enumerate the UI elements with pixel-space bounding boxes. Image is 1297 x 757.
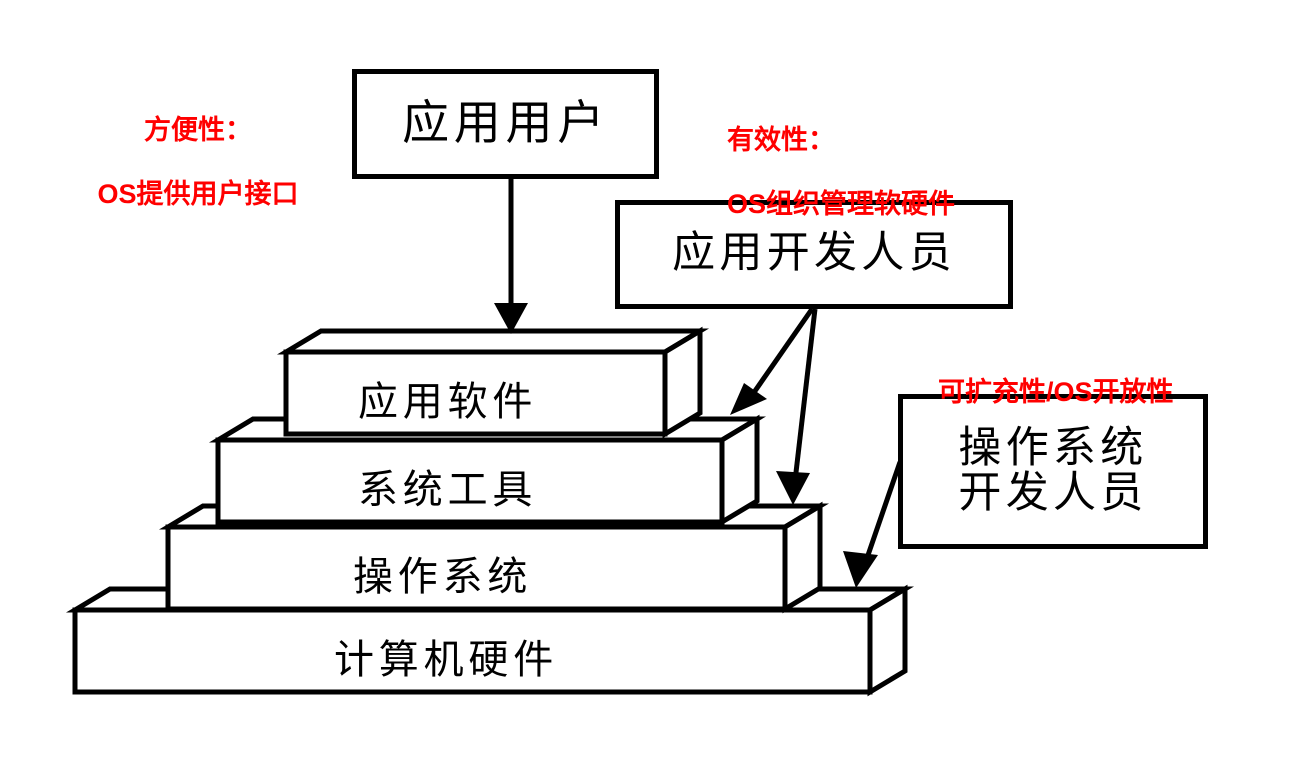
connector-osdev-to-hardware (843, 461, 903, 588)
role-box-application-user[interactable]: 应用用户 (352, 69, 659, 179)
annotation-convenience-line1: 方便性： (144, 114, 252, 145)
annotation-extensibility-line1: 可扩充性/OS开放性 (938, 376, 1174, 407)
annotation-extensibility: 可扩充性/OS开放性 (938, 345, 1238, 441)
annotation-effectiveness: 有效性： OS组织管理软硬件 (727, 93, 1027, 252)
annotation-convenience: 方便性： OS提供用户接口 (68, 83, 328, 242)
pyramid-label-application-software: 应用软件 (358, 379, 538, 424)
role-box-os-developer[interactable]: 操作系统 开发人员 (898, 394, 1208, 549)
pyramid-layer-application-software (276, 326, 710, 439)
role-box-application-user-label: 应用用户 (402, 97, 609, 150)
connector-appdev-to-operating-system (776, 308, 818, 505)
annotation-convenience-line2: OS提供用户接口 (97, 178, 299, 209)
connector-user-to-app-software (494, 178, 528, 334)
role-box-os-developer-label: 操作系统 开发人员 (958, 424, 1148, 517)
annotation-effectiveness-line1: 有效性： (727, 124, 835, 155)
pyramid-label-system-tools: 系统工具 (358, 467, 538, 512)
role-box-application-developer[interactable]: 应用开发人员 (615, 200, 1013, 309)
connector-appdev-to-system-tools (730, 307, 815, 415)
annotation-effectiveness-line2: OS组织管理软硬件 (727, 188, 956, 219)
role-box-application-developer-label: 应用开发人员 (672, 230, 956, 278)
pyramid-label-computer-hardware: 计算机硬件 (334, 637, 558, 682)
pyramid-label-operating-system: 操作系统 (353, 554, 533, 599)
